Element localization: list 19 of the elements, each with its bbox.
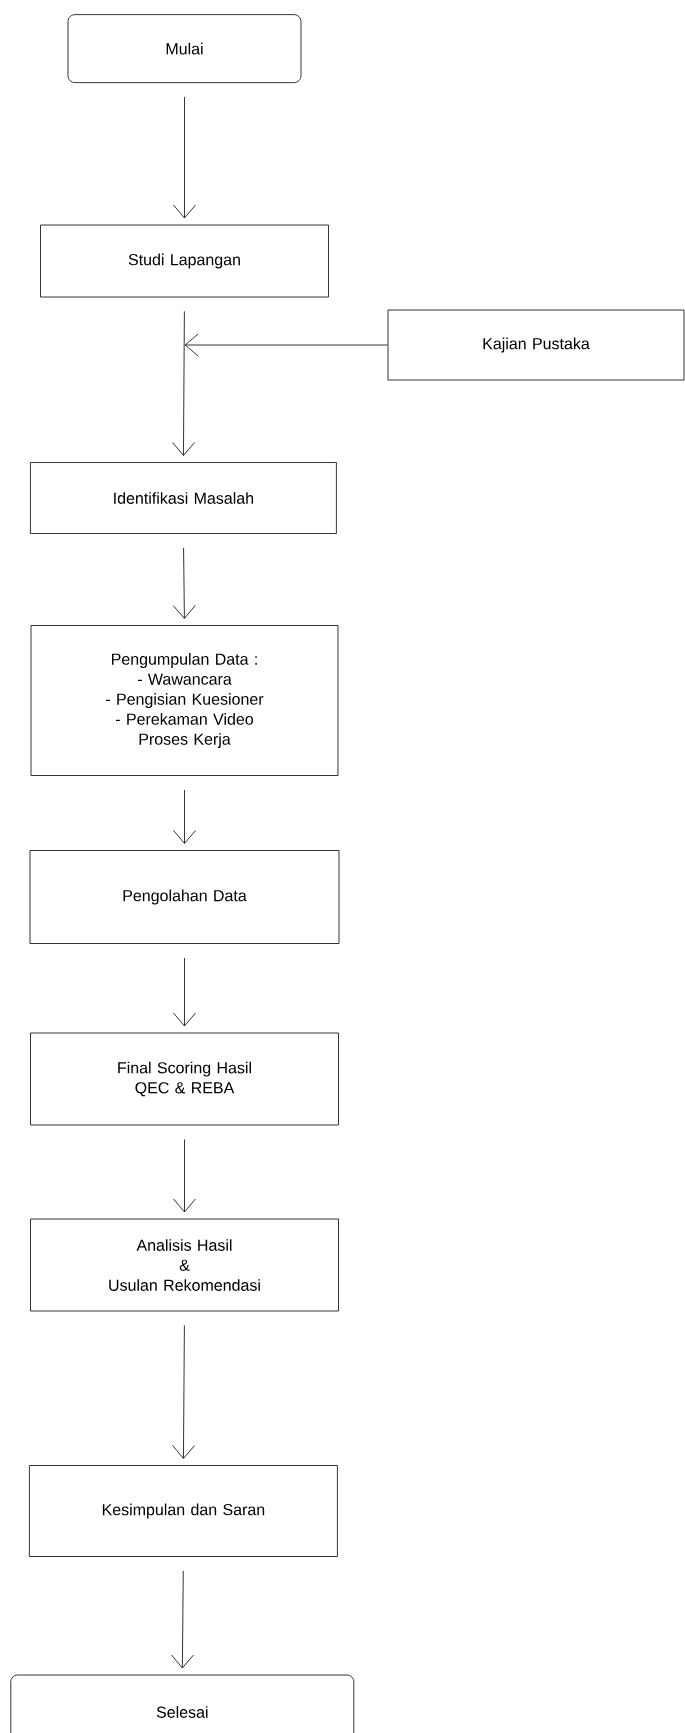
arrow <box>173 957 196 1027</box>
arrow <box>172 1325 195 1459</box>
process-box: Pengumpulan Data : - Wawancara - Pengisian Kuesioner - Perekaman Video Proses Kerja <box>30 625 339 776</box>
arrow <box>171 1570 194 1669</box>
process-box: Kajian Pustaka <box>387 309 685 381</box>
arrow <box>173 1139 196 1213</box>
arrow <box>173 96 196 219</box>
terminal-box: Mulai <box>67 14 302 84</box>
process-box: Kesimpulan dan Saran <box>29 1465 338 1557</box>
arrow <box>172 547 196 619</box>
terminal-box: Selesai <box>10 1674 355 1733</box>
arrow <box>173 789 196 844</box>
process-box: Studi Lapangan <box>40 224 329 298</box>
arrow <box>172 311 195 456</box>
process-box: Pengolahan Data <box>29 850 340 944</box>
arrow <box>184 333 388 357</box>
process-box: Final Scoring Hasil QEC & REBA <box>30 1032 339 1126</box>
process-box: Analisis Hasil & Usulan Rekomendasi <box>30 1218 339 1312</box>
process-box: Identifikasi Masalah <box>30 462 337 534</box>
